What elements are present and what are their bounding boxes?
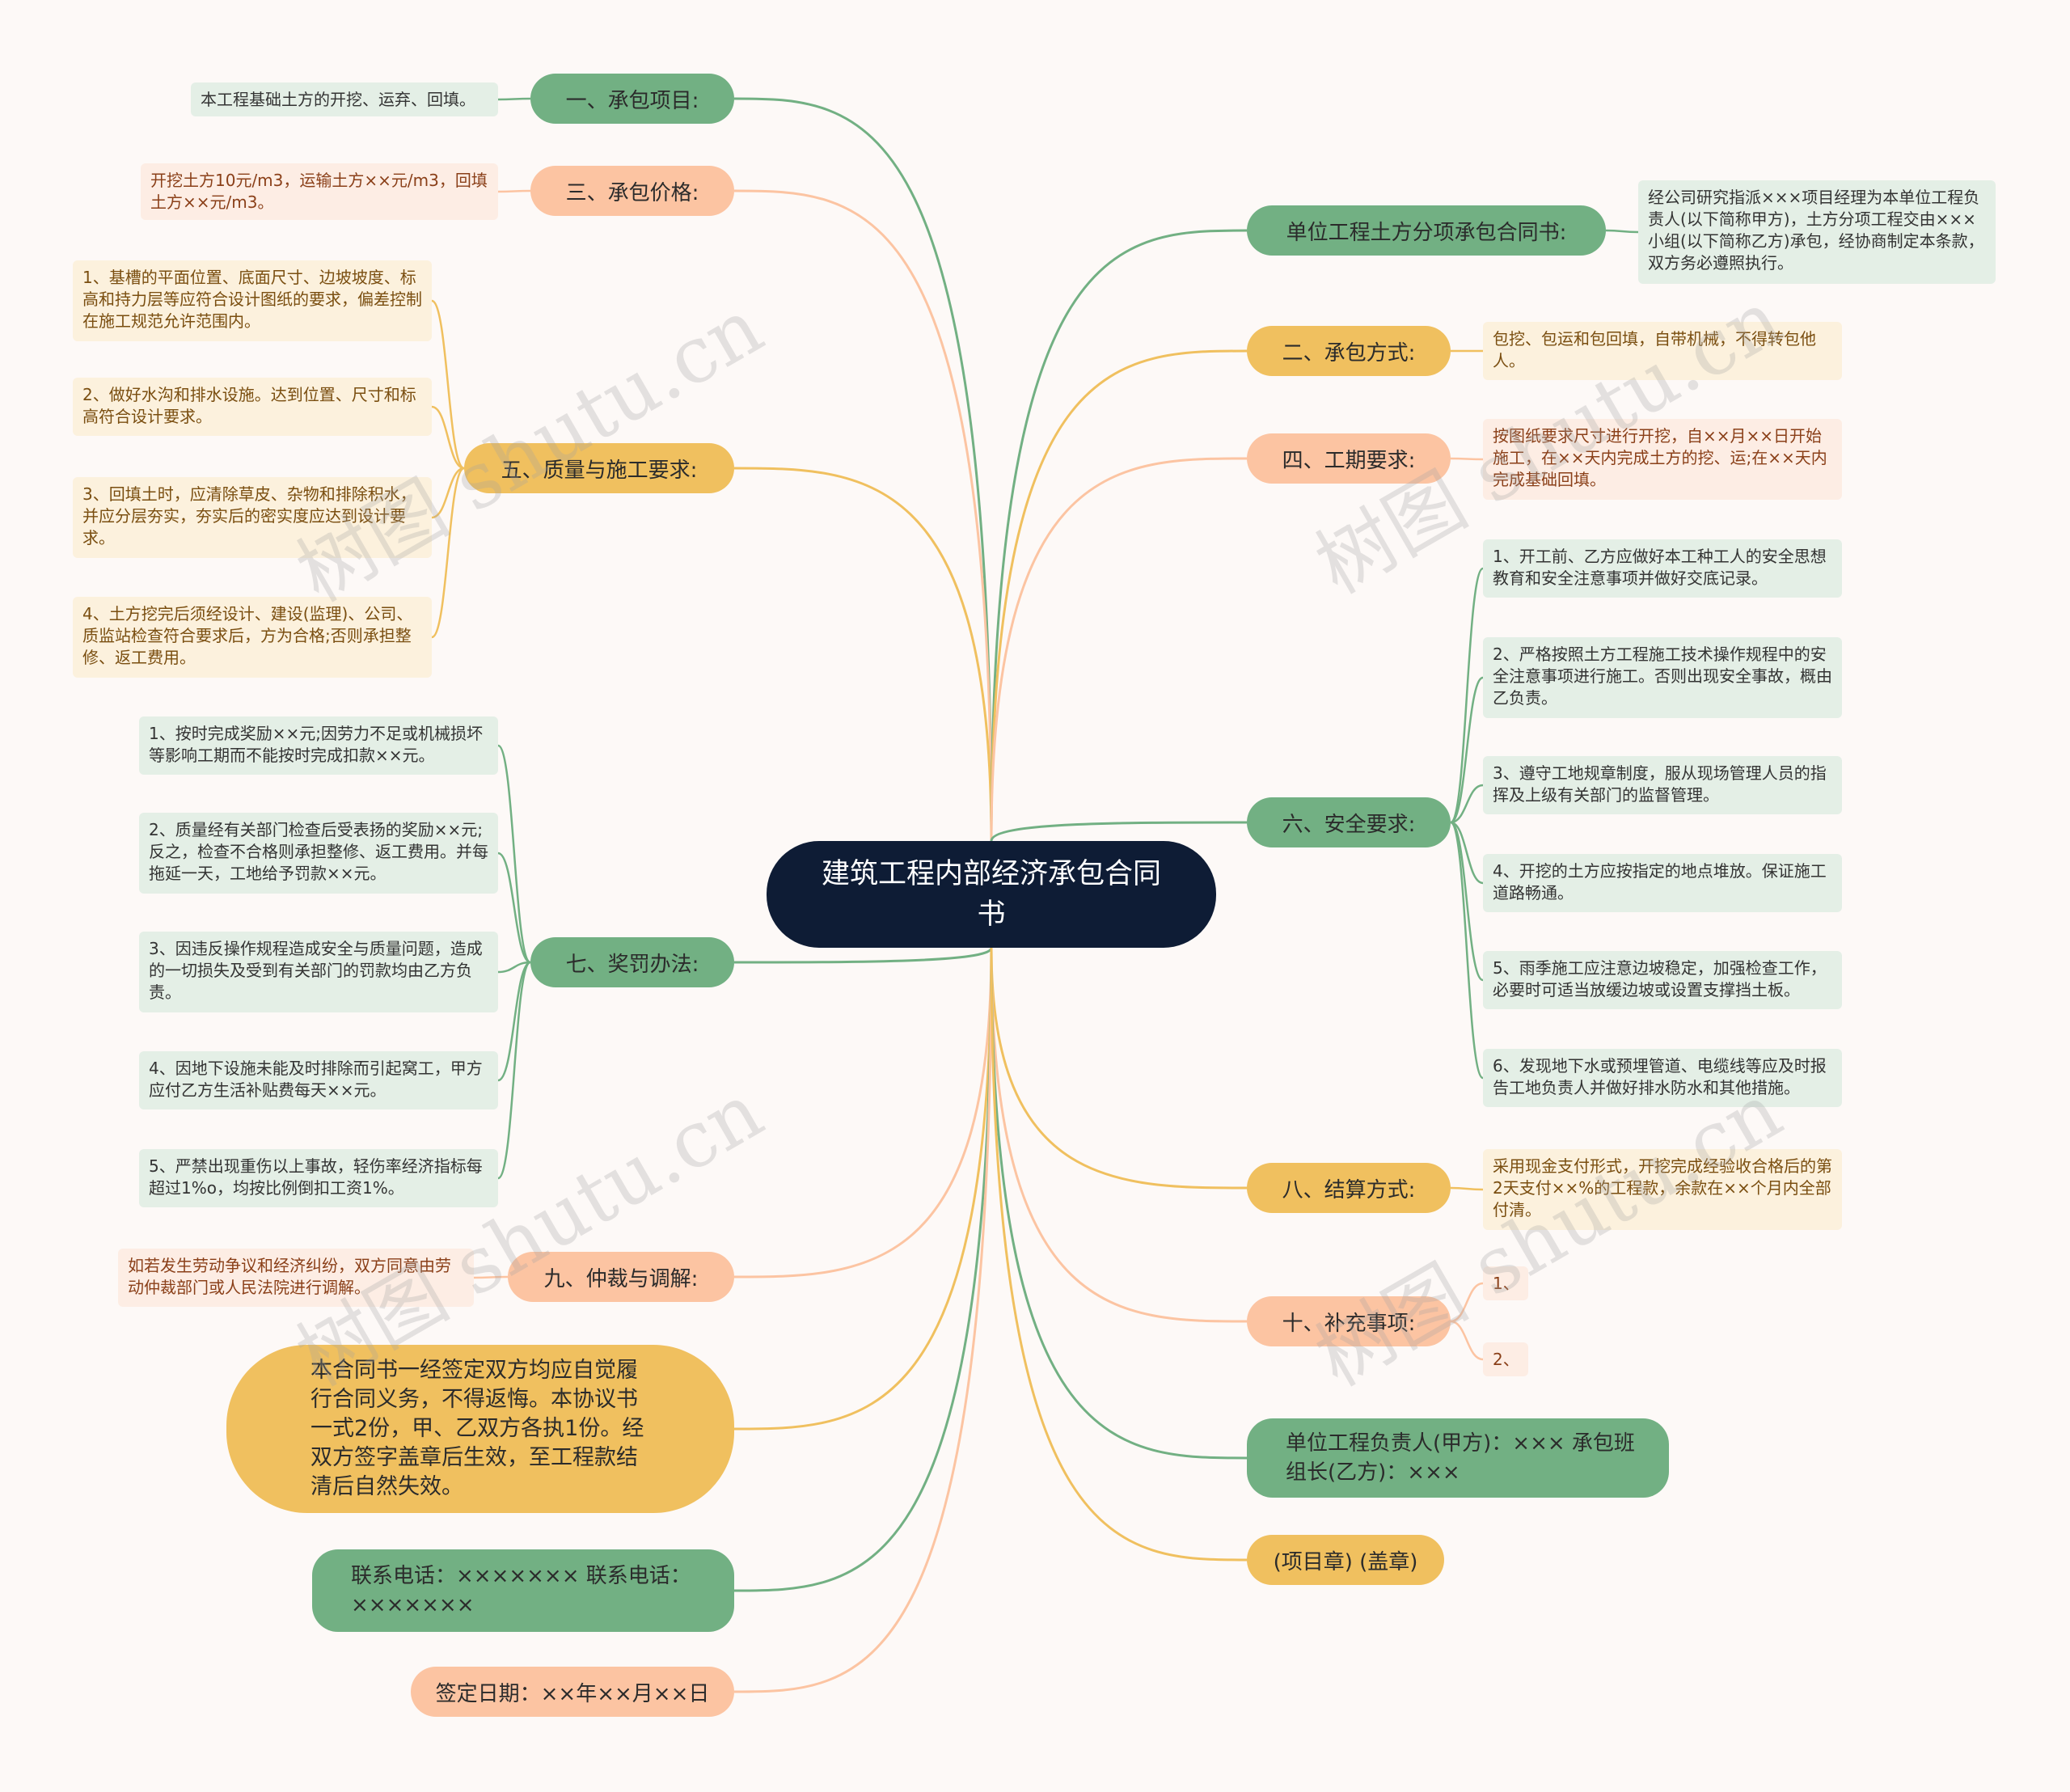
leaf-quality-1: 1、基槽的平面位置、底面尺寸、边坡坡度、标高和持力层等应符合设计图纸的要求，偏差… xyxy=(73,260,432,341)
leaf-link-supplementary-2 xyxy=(1450,1320,1484,1361)
leaf-safety-1: 1、开工前、乙方应做好本工种工人的安全思想教育和安全注意事项并做好交底记录。 xyxy=(1483,539,1842,598)
leaf-contract-price: 开挖土方10元/m3，运输土方××元/m3，回填土方××元/m3。 xyxy=(141,163,498,220)
link-schedule xyxy=(990,457,1248,842)
leaf-link-safety-6 xyxy=(1449,821,1485,1080)
root-topic[interactable]: 建筑工程内部经济承包合同书 xyxy=(767,841,1216,948)
link-date xyxy=(733,947,993,1693)
branch-supplementary[interactable]: 十、补充事项: xyxy=(1247,1296,1451,1346)
leaf-link-safety-5 xyxy=(1450,821,1484,982)
leaf-quality-4: 4、土方挖完后须经设计、建设(监理)、公司、质监站检查符合要求后，方为合格;否则… xyxy=(73,597,432,678)
leaf-reward-4: 4、因地下设施未能及时排除而引起窝工，甲方应付乙方生活补贴费每天××元。 xyxy=(139,1051,498,1109)
link-settlement xyxy=(990,947,1248,1190)
branch-unit-contract[interactable]: 单位工程土方分项承包合同书: xyxy=(1247,205,1606,256)
leaf-reward-2: 2、质量经有关部门检查后受表扬的奖励××元;反之，检查不合格则承担整修、返工费用… xyxy=(139,813,498,894)
leaf-link-rewards-3 xyxy=(497,961,531,974)
link-effectiveness xyxy=(733,947,993,1431)
leaf-contract-method: 包挖、包运和包回填，自带机械，不得转包他人。 xyxy=(1483,322,1842,380)
leaf-link-supplementary-1 xyxy=(1450,1282,1484,1323)
leaf-link-rewards-1 xyxy=(496,744,532,964)
leaf-link-quality-3 xyxy=(431,467,465,519)
leaf-arbitration: 如若发生劳动争议和经济纠纷，双方同意由劳动仲裁部门或人民法院进行调解。 xyxy=(118,1249,474,1307)
link-quality xyxy=(733,467,993,842)
leaf-link-quality-1 xyxy=(431,299,465,470)
branch-arbitration[interactable]: 九、仲裁与调解: xyxy=(508,1252,734,1302)
leaf-link-settlement-1 xyxy=(1450,1186,1484,1191)
leaf-link-unit-contract-1 xyxy=(1605,229,1639,234)
branch-contract-item[interactable]: 一、承包项目: xyxy=(530,74,734,124)
branch-sign-date[interactable]: 签定日期：××年××月××日 xyxy=(411,1667,734,1717)
leaf-supplementary-1: 1、 xyxy=(1483,1266,1528,1300)
leaf-link-quality-4 xyxy=(431,467,465,639)
leaf-unit-contract: 经公司研究指派×××项目经理为本单位工程负责人(以下简称甲方)，土方分项工程交由… xyxy=(1638,180,1996,284)
link-method xyxy=(990,349,1248,842)
link-supplementary xyxy=(990,947,1248,1323)
leaf-safety-3: 3、遵守工地规章制度，服从现场管理人员的指挥及上级有关部门的监督管理。 xyxy=(1483,756,1842,814)
branch-quality-requirements[interactable]: 五、质量与施工要求: xyxy=(464,443,734,493)
branch-effectiveness[interactable]: 本合同书一经签定双方均应自觉履行合同义务，不得返悔。本协议书一式2份，甲、乙双方… xyxy=(226,1345,734,1513)
leaf-reward-5: 5、严禁出现重伤以上事故，轻伤率经济指标每超过1%o，均按比例倒扣工资1%。 xyxy=(139,1149,498,1207)
link-seals xyxy=(990,947,1248,1562)
leaf-link-safety-3 xyxy=(1450,784,1484,824)
link-contract-price xyxy=(733,189,993,842)
link-unit-contract xyxy=(990,229,1248,842)
branch-seals[interactable]: (项目章) (盖章) xyxy=(1247,1535,1444,1585)
leaf-link-rewards-5 xyxy=(497,961,531,1180)
branch-schedule[interactable]: 四、工期要求: xyxy=(1247,433,1451,484)
leaf-safety-2: 2、严格按照土方工程施工技术操作规程中的安全注意事项进行施工。否则出现安全事故，… xyxy=(1483,637,1842,718)
branch-safety[interactable]: 六、安全要求: xyxy=(1247,797,1451,847)
leaf-link-arbitration-1 xyxy=(473,1275,509,1279)
branch-contract-method[interactable]: 二、承包方式: xyxy=(1247,326,1451,376)
link-signatories xyxy=(990,947,1248,1460)
leaf-link-contract-price-1 xyxy=(497,189,531,193)
leaf-link-safety-2 xyxy=(1450,676,1484,824)
link-safety xyxy=(990,821,1248,842)
branch-contract-price[interactable]: 三、承包价格: xyxy=(530,166,734,216)
link-arbitration xyxy=(733,947,993,1278)
leaf-reward-3: 3、因违反操作规程造成安全与质量问题，造成的一切损失及受到有关部门的罚款均由乙方… xyxy=(139,932,498,1012)
branch-contact-phone[interactable]: 联系电话：××××××× 联系电话：××××××× xyxy=(312,1549,734,1632)
leaf-quality-3: 3、回填土时，应清除草皮、杂物和排除积水，并应分层夯实，夯实后的密实度应达到设计… xyxy=(73,477,432,558)
branch-signatories[interactable]: 单位工程负责人(甲方)：××× 承包班组长(乙方)：××× xyxy=(1247,1418,1669,1498)
leaf-link-safety-4 xyxy=(1450,821,1484,885)
branch-rewards-penalties[interactable]: 七、奖罚办法: xyxy=(530,937,734,987)
link-rewards xyxy=(733,947,993,964)
leaf-supplementary-2: 2、 xyxy=(1483,1342,1528,1376)
leaf-safety-4: 4、开挖的土方应按指定的地点堆放。保证施工道路畅通。 xyxy=(1483,854,1842,912)
leaf-quality-2: 2、做好水沟和排水设施。达到位置、尺寸和标高符合设计要求。 xyxy=(73,378,432,436)
leaf-reward-1: 1、按时完成奖励××元;因劳力不足或机械损坏等影响工期而不能按时完成扣款××元。 xyxy=(139,716,498,775)
leaf-link-quality-2 xyxy=(431,405,465,470)
link-contract-item xyxy=(733,97,993,842)
leaf-link-safety-1 xyxy=(1449,567,1485,824)
leaf-link-rewards-4 xyxy=(497,961,531,1082)
leaf-contract-item: 本工程基础土方的开挖、运弃、回填。 xyxy=(191,82,498,116)
leaf-safety-6: 6、发现地下水或预埋管道、电缆线等应及时报告工地负责人并做好排水防水和其他措施。 xyxy=(1483,1049,1842,1107)
leaf-link-rewards-2 xyxy=(497,852,531,964)
branch-settlement[interactable]: 八、结算方式: xyxy=(1247,1163,1451,1213)
leaf-settlement: 采用现金支付形式，开挖完成经验收合格后的第2天支付××%的工程款，余款在××个月… xyxy=(1483,1149,1842,1230)
leaf-safety-5: 5、雨季施工应注意边坡稳定，加强检查工作，必要时可适当放缓边坡或设置支撑挡土板。 xyxy=(1483,951,1842,1009)
leaf-schedule: 按图纸要求尺寸进行开挖，自××月××日开始施工，在××天内完成土方的挖、运;在×… xyxy=(1483,419,1842,500)
link-phone xyxy=(733,947,993,1592)
